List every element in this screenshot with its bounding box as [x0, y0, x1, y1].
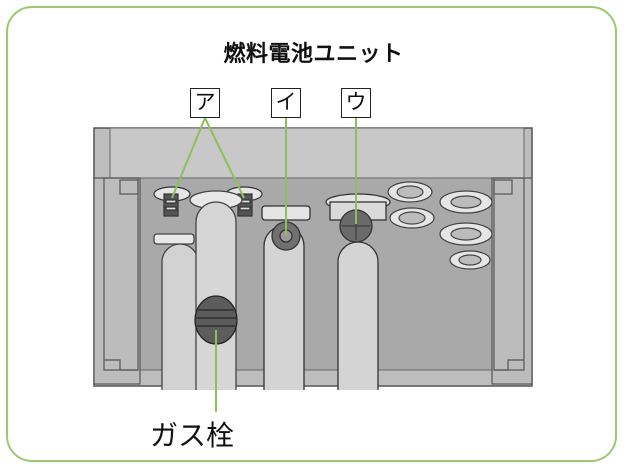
label-i: イ: [271, 88, 301, 118]
label-a: ア: [190, 88, 220, 118]
connector-a-left: [153, 186, 191, 217]
unit-top-band: [109, 127, 525, 179]
connector-a-right: [225, 186, 263, 217]
label-u: ウ: [341, 88, 371, 118]
left-side-bracket: [93, 177, 141, 385]
diagram-title: 燃料電池ユニット: [223, 42, 404, 67]
round-fittings-cluster: [387, 181, 493, 270]
pointer-a: [171, 117, 245, 199]
pipe-left: [153, 233, 199, 390]
right-side-bracket: [491, 177, 533, 385]
connector-u: [325, 193, 391, 390]
gas-valve-caption: ガス栓: [150, 419, 235, 452]
pointer-lines: [171, 117, 357, 412]
